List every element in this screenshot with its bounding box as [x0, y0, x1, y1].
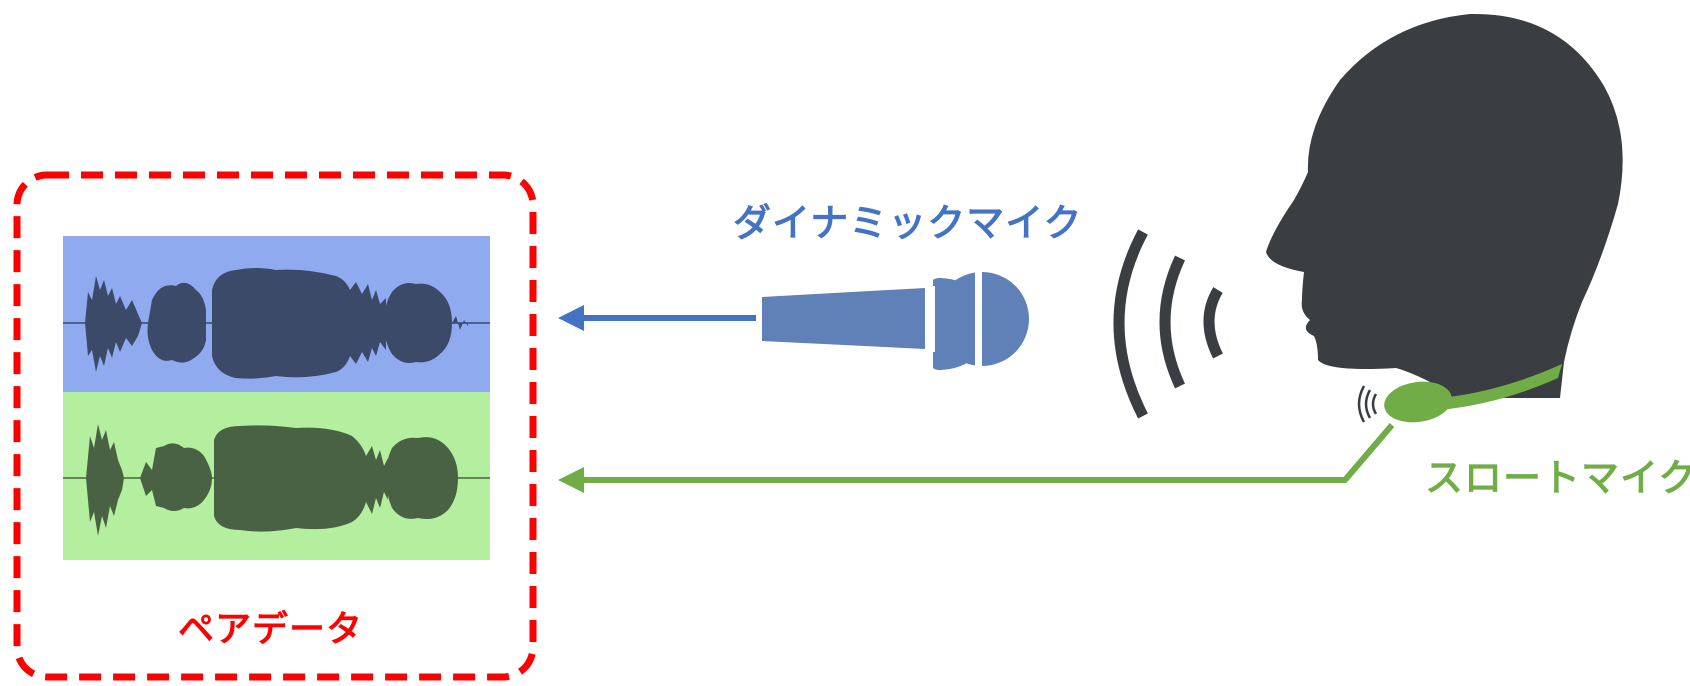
- head-silhouette-icon: [1266, 13, 1623, 399]
- throat-mic-arrow: [558, 423, 1395, 493]
- throat-mic-label: スロートマイク: [1425, 456, 1690, 500]
- sound-waves-icon: [1113, 229, 1223, 419]
- pair-data-label: ペアデータ: [178, 609, 364, 650]
- dynamic-microphone-icon: [762, 268, 1029, 372]
- throat-mic-waveform: [63, 392, 490, 560]
- throat-microphone-icon: [1357, 364, 1562, 423]
- dynamic-mic-arrow: [558, 305, 756, 331]
- pair-data-frame: [13, 171, 537, 681]
- dynamic-mic-waveform: [63, 236, 490, 392]
- dynamic-mic-label: ダイナミックマイク: [733, 201, 1083, 245]
